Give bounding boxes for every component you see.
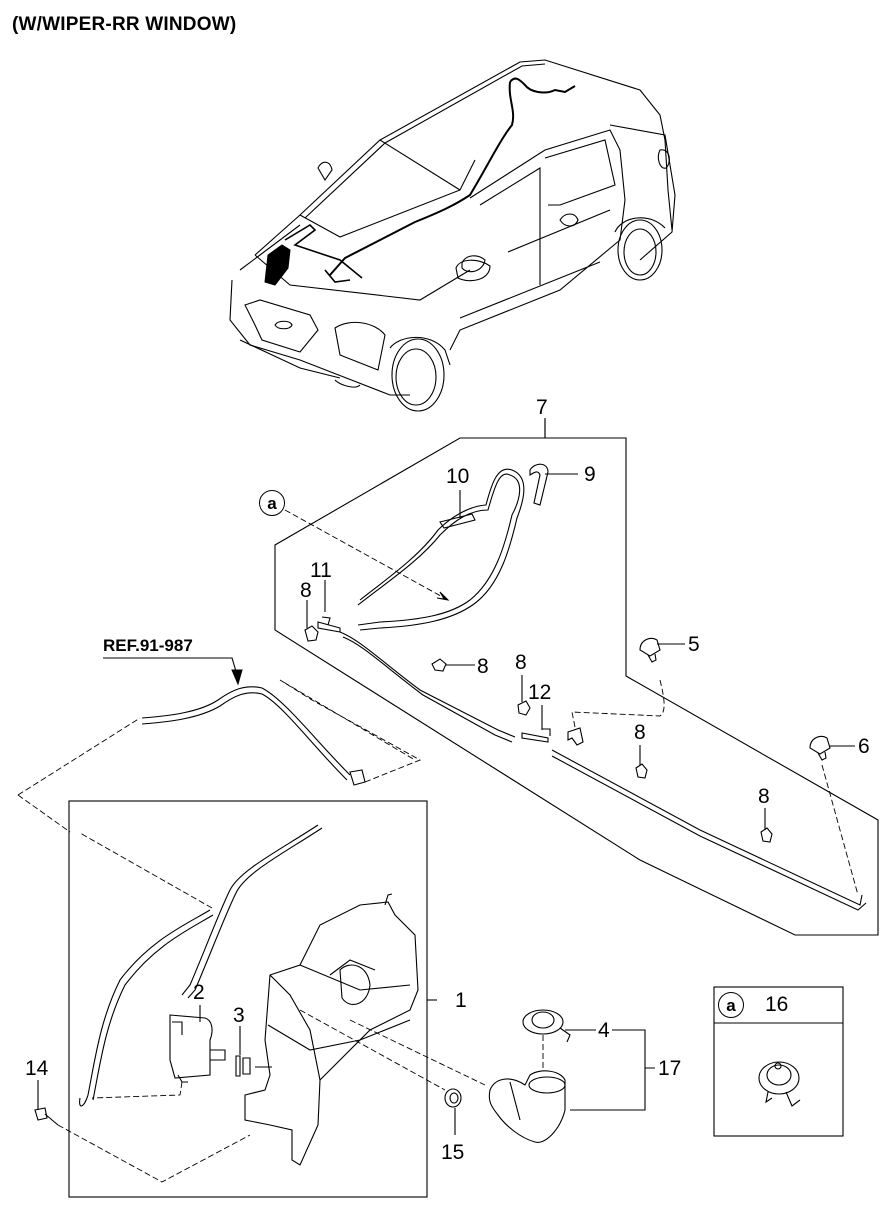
detail-marker-a: a	[259, 490, 285, 516]
nut-15	[444, 1088, 462, 1108]
callout-5[interactable]: 5	[688, 633, 700, 656]
callout-11[interactable]: 11	[310, 559, 332, 582]
callout-10[interactable]: 10	[446, 465, 470, 488]
callout-6[interactable]: 6	[858, 735, 870, 758]
callout-4[interactable]: 4	[598, 1019, 610, 1042]
vehicle-illustration	[229, 59, 676, 412]
reference-label[interactable]: REF.91-987	[103, 636, 193, 655]
callout-9[interactable]: 9	[584, 463, 596, 486]
callout-17[interactable]: 17	[658, 1057, 682, 1080]
hose-assembly-boundary	[274, 418, 879, 936]
callout-1[interactable]: 1	[455, 989, 467, 1012]
washer-hoses	[317, 463, 867, 911]
hose-clips	[304, 625, 773, 843]
callout-8[interactable]: 8	[300, 579, 312, 602]
callout-leaders	[37, 420, 855, 1135]
diagram-title: (W/WIPER-RR WINDOW)	[12, 14, 237, 35]
nozzle-5	[639, 637, 661, 663]
reservoir-box	[34, 800, 486, 1198]
callout-15[interactable]: 15	[441, 1141, 465, 1164]
detail-a-inset	[713, 986, 844, 1137]
callout-2[interactable]: 2	[193, 981, 205, 1004]
callout-8[interactable]: 8	[477, 655, 489, 678]
callout-8[interactable]: 8	[515, 651, 527, 674]
callout-8[interactable]: 8	[758, 785, 770, 808]
callout-12[interactable]: 12	[528, 681, 552, 704]
callout-3[interactable]: 3	[233, 1004, 245, 1027]
detail-a-leader	[284, 509, 450, 601]
rear-hose-ref	[17, 657, 422, 833]
callout-14[interactable]: 14	[25, 1057, 49, 1080]
callout-7[interactable]: 7	[536, 396, 548, 419]
inset-marker-a: a	[718, 992, 744, 1018]
filler-neck-assembly	[488, 1009, 571, 1143]
callout-8[interactable]: 8	[634, 721, 646, 744]
nozzle-6	[809, 735, 831, 761]
inset-part-16[interactable]: 16	[765, 993, 789, 1016]
